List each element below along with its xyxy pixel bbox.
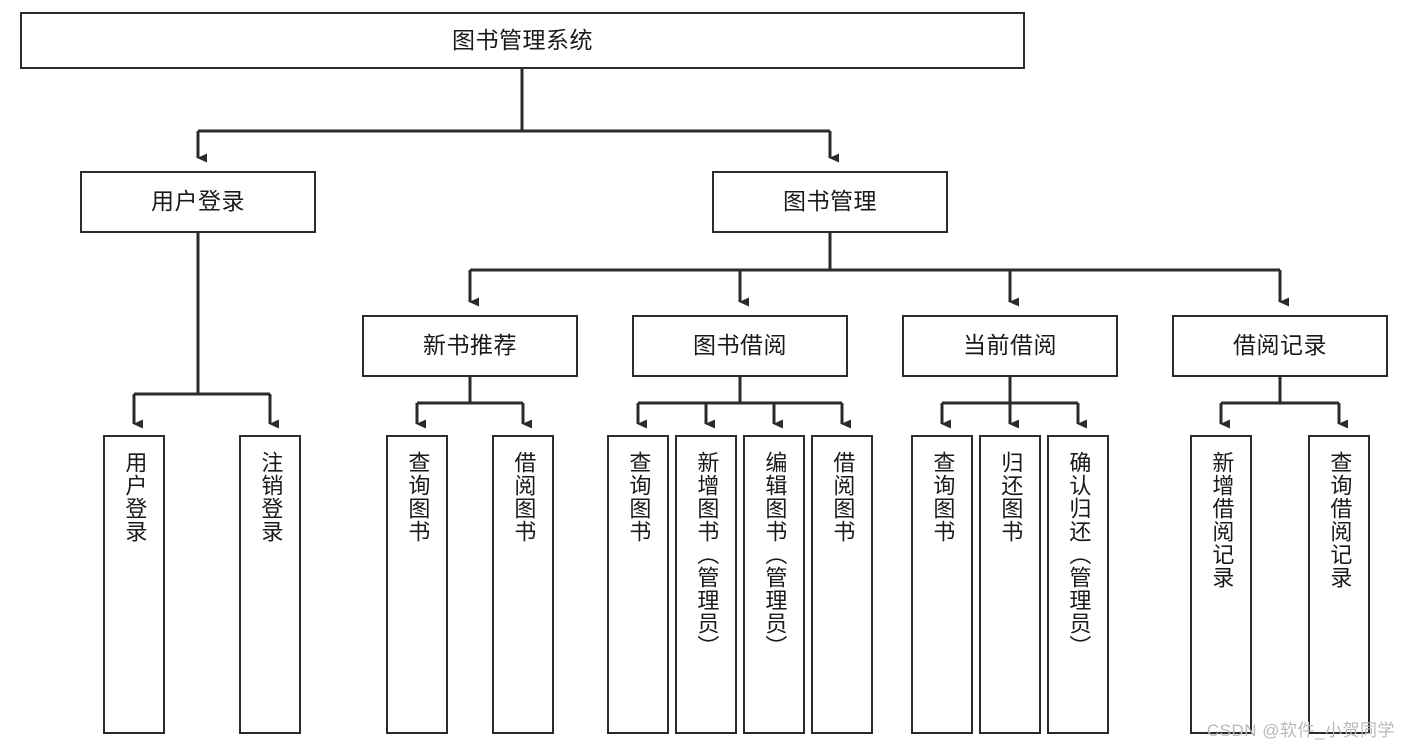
node-label: 新书推荐 (423, 332, 517, 359)
leaf-borrow-borrow-book[interactable]: 借阅图书 (811, 435, 873, 734)
leaf-borrow-query-book[interactable]: 查询图书 (607, 435, 669, 734)
leaf-recommend-query-book[interactable]: 查询图书 (386, 435, 448, 734)
node-book-management[interactable]: 图书管理 (712, 171, 948, 233)
leaf-borrow-edit-book-admin[interactable]: 编辑图书（管理员） (743, 435, 805, 734)
edge-borrow-record-to-leaves (1219, 377, 1348, 429)
node-label: 借阅记录 (1233, 332, 1327, 359)
csdn-watermark: CSDN @软件_小贺同学 (1206, 721, 1395, 740)
node-label: 新增图书（管理员） (694, 451, 720, 658)
edge-root-to-level2 (196, 69, 839, 163)
leaf-current-query-book[interactable]: 查询图书 (911, 435, 973, 734)
leaf-borrow-add-book-admin[interactable]: 新增图书（管理员） (675, 435, 737, 734)
node-label: 查询图书 (930, 451, 956, 543)
node-current-borrow[interactable]: 当前借阅 (902, 315, 1118, 377)
node-book-borrow[interactable]: 图书借阅 (632, 315, 848, 377)
node-label: 当前借阅 (963, 332, 1057, 359)
edge-user-login-to-leaves (132, 233, 279, 429)
leaf-record-add-record[interactable]: 新增借阅记录 (1190, 435, 1252, 734)
node-label: 用户登录 (122, 451, 148, 543)
node-user-login[interactable]: 用户登录 (80, 171, 316, 233)
edge-current-borrow-to-leaves (940, 377, 1087, 429)
node-label: 图书管理 (783, 188, 877, 215)
node-label: 用户登录 (151, 188, 245, 215)
node-label: 借阅图书 (830, 451, 856, 543)
leaf-current-return-book[interactable]: 归还图书 (979, 435, 1041, 734)
node-label: 借阅图书 (511, 451, 537, 543)
node-label: 归还图书 (998, 451, 1024, 543)
node-label: 查询图书 (626, 451, 652, 543)
node-label: 注销登录 (258, 451, 284, 543)
edge-book-borrow-to-leaves (636, 377, 851, 429)
node-label: 确认归还（管理员） (1066, 451, 1092, 658)
node-label: 图书借阅 (693, 332, 787, 359)
node-new-book-recommend[interactable]: 新书推荐 (362, 315, 578, 377)
leaf-record-query-record[interactable]: 查询借阅记录 (1308, 435, 1370, 734)
leaf-recommend-borrow-book[interactable]: 借阅图书 (492, 435, 554, 734)
node-borrow-record[interactable]: 借阅记录 (1172, 315, 1388, 377)
node-label: 图书管理系统 (452, 26, 593, 53)
edge-new-book-to-leaves (415, 377, 532, 429)
edge-book-mgmt-to-level3 (468, 233, 1289, 307)
node-label: 新增借阅记录 (1209, 451, 1235, 589)
node-root-system[interactable]: 图书管理系统 (20, 12, 1025, 69)
leaf-user-logout[interactable]: 注销登录 (239, 435, 301, 734)
node-label: 查询借阅记录 (1327, 451, 1353, 589)
node-label: 编辑图书（管理员） (762, 451, 788, 658)
node-label: 查询图书 (405, 451, 431, 543)
leaf-user-login[interactable]: 用户登录 (103, 435, 165, 734)
leaf-current-confirm-return-admin[interactable]: 确认归还（管理员） (1047, 435, 1109, 734)
